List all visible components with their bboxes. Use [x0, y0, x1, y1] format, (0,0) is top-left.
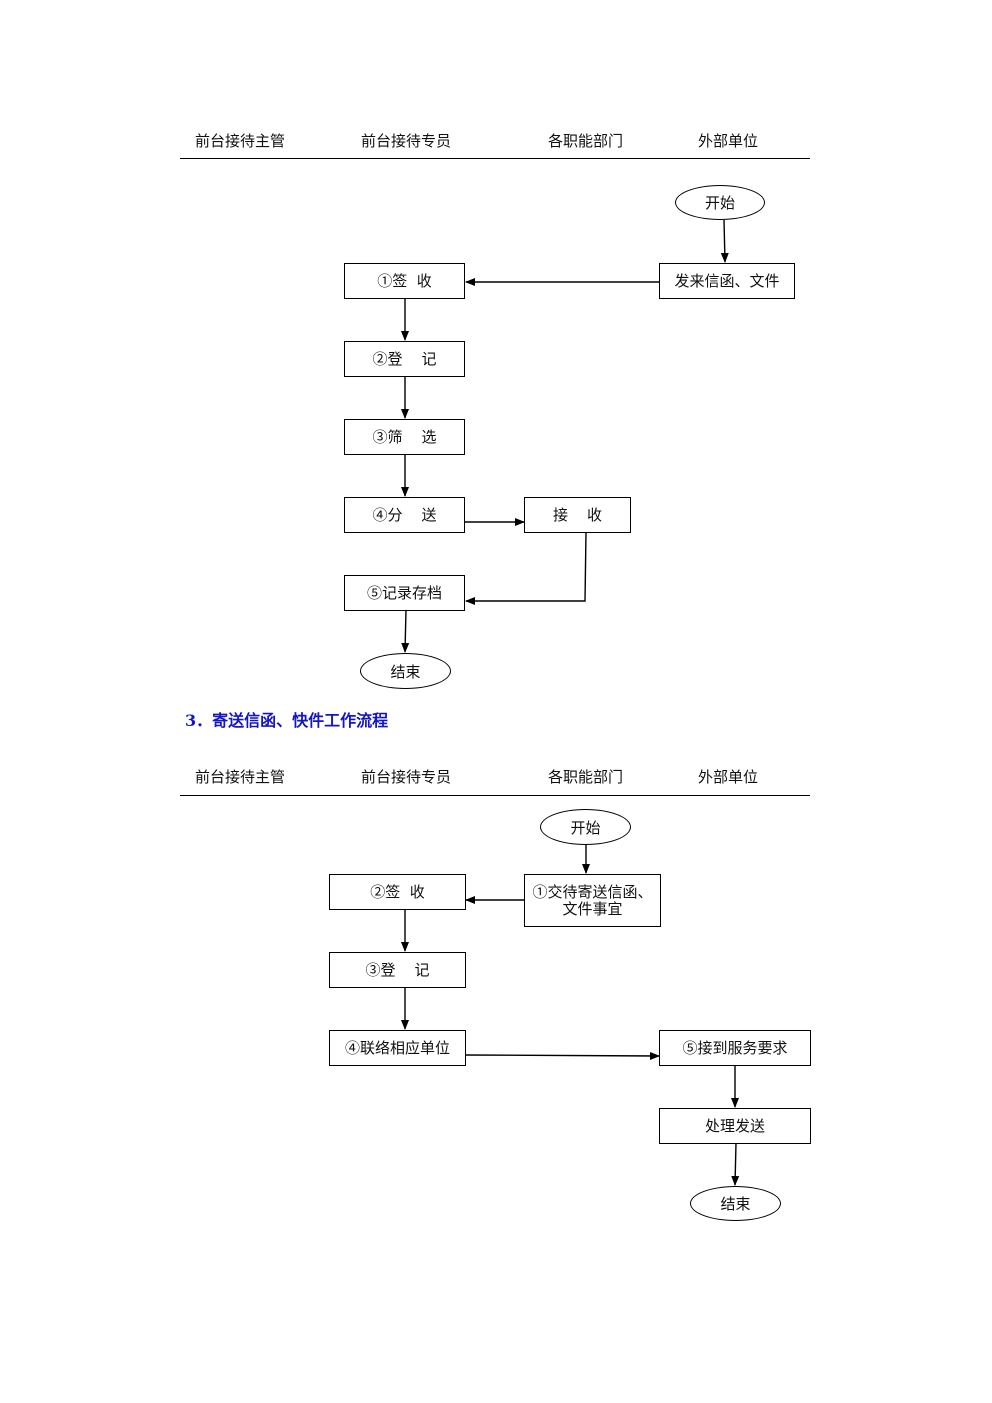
lane-header-reception-supervisor: 前台接待主管	[195, 132, 286, 150]
lane2-header-divider	[180, 795, 810, 796]
arrow2-process-to-end	[731, 1142, 740, 1186]
lane-header-departments: 各职能部门	[548, 132, 624, 150]
lane-header-divider	[180, 158, 810, 159]
flow1-incoming-letters-box: 发来信函、文件	[659, 263, 795, 299]
flow2-step5-request-box: ⑤接到服务要求	[659, 1030, 811, 1066]
flow1-step2-register-box: ②登 记	[344, 341, 465, 377]
lane-header-external-units: 外部单位	[698, 132, 759, 150]
flow2-step3-register-box: ③登 记	[329, 952, 466, 988]
lane-header-reception-specialist: 前台接待专员	[361, 132, 452, 150]
arrow-start-to-incoming	[720, 219, 729, 263]
section-title: 3．寄送信函、快件工作流程	[185, 711, 389, 730]
flow2-step2-signin-box: ②签 收	[329, 874, 466, 910]
lane2-header-reception-supervisor: 前台接待主管	[195, 768, 286, 786]
flow1-step3-screen-box: ③筛 选	[344, 419, 465, 455]
flow2-step4-contact-box: ④联络相应单位	[329, 1030, 466, 1066]
flow2-step1-hand-over-box: ①交待寄送信函、 文件事宜	[524, 874, 661, 927]
flow2-process-send-box: 处理发送	[659, 1108, 811, 1144]
lane2-header-departments: 各职能部门	[548, 768, 624, 786]
flow2-end-node: 结束	[690, 1186, 781, 1221]
flow1-start-node: 开始	[675, 185, 765, 220]
flow1-receive-box: 接 收	[524, 497, 631, 533]
flow2-start-node: 开始	[540, 809, 631, 845]
arrow-receive-to-archive	[465, 531, 587, 605]
lane2-header-external-units: 外部单位	[698, 768, 759, 786]
flow1-end-node: 结束	[360, 653, 451, 689]
flow1-step4-distribute-box: ④分 送	[344, 497, 465, 533]
arrow2-contact-to-request	[464, 1051, 660, 1060]
flow1-step5-archive-box: ⑤记录存档	[344, 575, 465, 611]
lane2-header-reception-specialist: 前台接待专员	[361, 768, 452, 786]
flow1-step1-signin-box: ①签 收	[344, 263, 465, 299]
arrow-archive-to-end	[401, 609, 410, 653]
